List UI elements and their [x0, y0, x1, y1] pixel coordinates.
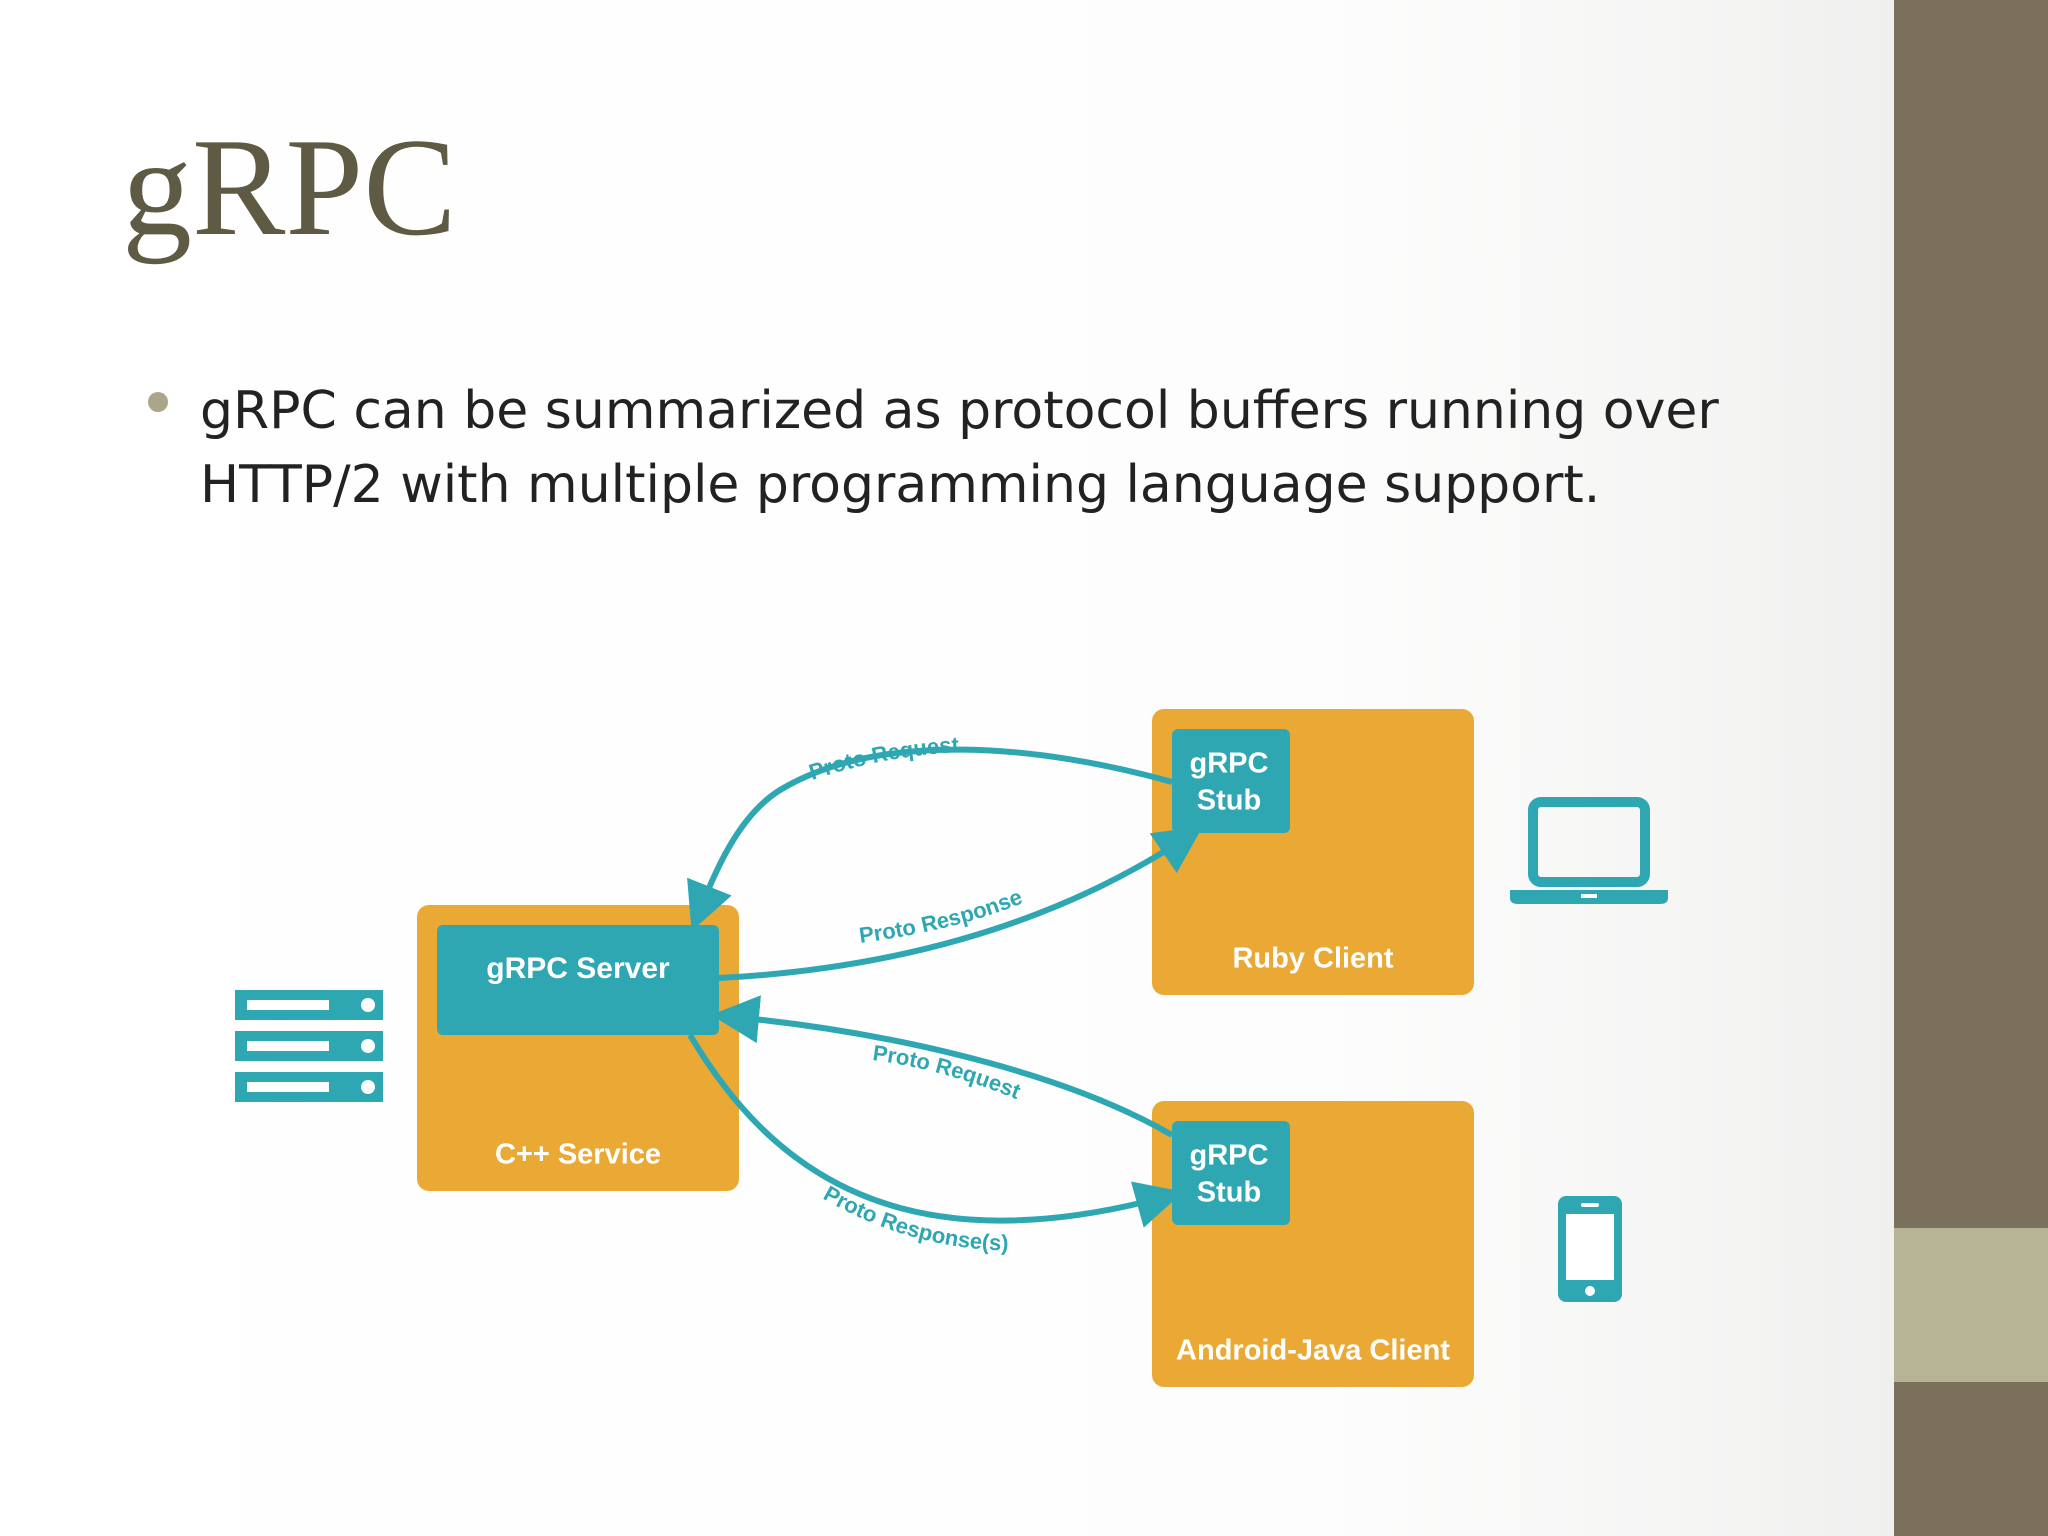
- grpc-server-label: gRPC Server: [486, 952, 670, 985]
- server-rack-icon: [235, 990, 383, 1102]
- arrow-android-request: [711, 995, 1174, 1138]
- bullet-marker: [148, 392, 168, 412]
- ruby-stub-label-line1: gRPC: [1190, 748, 1269, 780]
- ruby-client-label: Ruby Client: [1232, 943, 1393, 975]
- android-stub-label-line1: gRPC: [1190, 1140, 1269, 1172]
- ruby-grpc-stub: [1172, 729, 1290, 833]
- smartphone-icon: [1558, 1196, 1622, 1302]
- bullet-text: gRPC can be summarized as protocol buffe…: [200, 381, 1719, 515]
- slide-title: gRPC: [122, 110, 457, 265]
- arrow-ruby-response: [718, 826, 1203, 981]
- arrows: [687, 746, 1203, 1228]
- arrow-ruby-request: [687, 746, 1173, 932]
- grpc-server-box: [437, 925, 719, 1035]
- laptop-icon: [1510, 797, 1668, 904]
- android-grpc-stub: [1172, 1121, 1290, 1225]
- arrow-android-response: [687, 1033, 1184, 1228]
- android-client-label: Android-Java Client: [1176, 1335, 1450, 1367]
- label-ruby-response: Proto Response: [857, 884, 1025, 948]
- sidebar-light-stripe: [1894, 1228, 2048, 1382]
- ruby-client-box: gRPC Stub Ruby Client: [1152, 709, 1474, 995]
- android-client-box: gRPC Stub Android-Java Client: [1152, 1101, 1474, 1387]
- android-stub-label-line2: Stub: [1197, 1177, 1261, 1209]
- cpp-service-box: gRPC Server C++ Service: [417, 905, 739, 1191]
- label-ruby-request: Proto Request: [806, 732, 960, 785]
- cpp-service-label: C++ Service: [495, 1139, 661, 1171]
- ruby-stub-label-line2: Stub: [1197, 785, 1261, 817]
